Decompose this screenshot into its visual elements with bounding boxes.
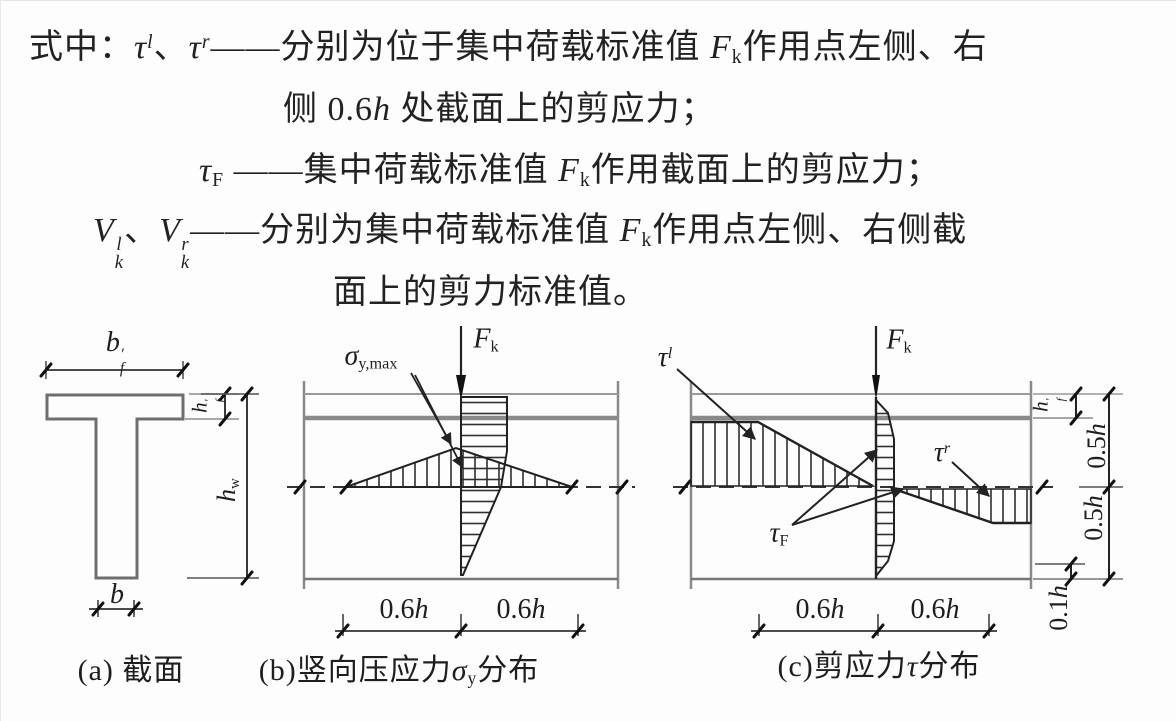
label-05h-bottom: 0.5h [1079, 495, 1108, 541]
label-tau-f: τF [769, 517, 789, 550]
caption-a: (a) 截面 [77, 654, 185, 687]
label-sigma-max: σy,max [344, 340, 398, 373]
note-line-1: 式中：τl、τr——分别为位于集中荷载标准值 Fk作用点左侧、右 [29, 29, 988, 68]
panel-b-sigma-distribution [287, 326, 635, 639]
fk-arrowhead [872, 375, 880, 400]
panel-a-t-section [39, 361, 259, 617]
label-bf: b′f [105, 327, 125, 378]
figure-linework [39, 326, 1123, 639]
label-06h-b-left: 0.6h [379, 594, 429, 625]
label-05h-top: 0.5h [1082, 423, 1111, 469]
caption-c: (c)剪应力τ分布 [777, 650, 981, 683]
t-section-outline [45, 393, 185, 580]
tau-r-leader [951, 461, 990, 497]
label-06h-b-right: 0.6h [496, 594, 546, 625]
label-06h-c-left: 0.6h [795, 594, 845, 625]
label-hw: hw [212, 478, 243, 502]
label-hf-c: h′f [1028, 398, 1068, 412]
tau-left-boundary [691, 420, 874, 488]
label-hf-a: h′f [187, 399, 227, 413]
fk-arrowhead [456, 375, 466, 400]
label-06h-c-right: 0.6h [910, 594, 960, 625]
tau-right-boundary [893, 487, 1031, 525]
tau-f-leader-2 [791, 486, 905, 526]
caption-b: (b)竖向压应力σy分布 [258, 653, 540, 689]
sigma-triangle-distribution [345, 446, 573, 488]
note-line-3: τF ——集中荷载标准值 Fk作用截面上的剪应力； [199, 152, 941, 191]
note-line-5: 面上的剪力标准值。 [333, 274, 648, 311]
tau-right-distribution [893, 488, 1032, 524]
tau-f-leader-1 [791, 449, 878, 526]
label-fk-b: Fk [473, 323, 499, 356]
sigma-leader-2 [414, 374, 463, 469]
label-tau-l: τl [657, 342, 673, 373]
label-tau-r: τr [933, 437, 951, 468]
label-01h: 0.1h [1044, 585, 1073, 631]
tau-f-column-distribution [875, 397, 895, 579]
label-fk-c: Fk [886, 324, 912, 357]
tau-l-leader [676, 368, 756, 440]
label-b: b [110, 579, 124, 610]
note-line-2: 侧 0.6h 处截面上的剪应力； [283, 91, 716, 128]
beam-verticals [302, 381, 620, 589]
panel-c-tau-distribution [673, 326, 1053, 639]
height-dimension-chains [1033, 386, 1123, 587]
